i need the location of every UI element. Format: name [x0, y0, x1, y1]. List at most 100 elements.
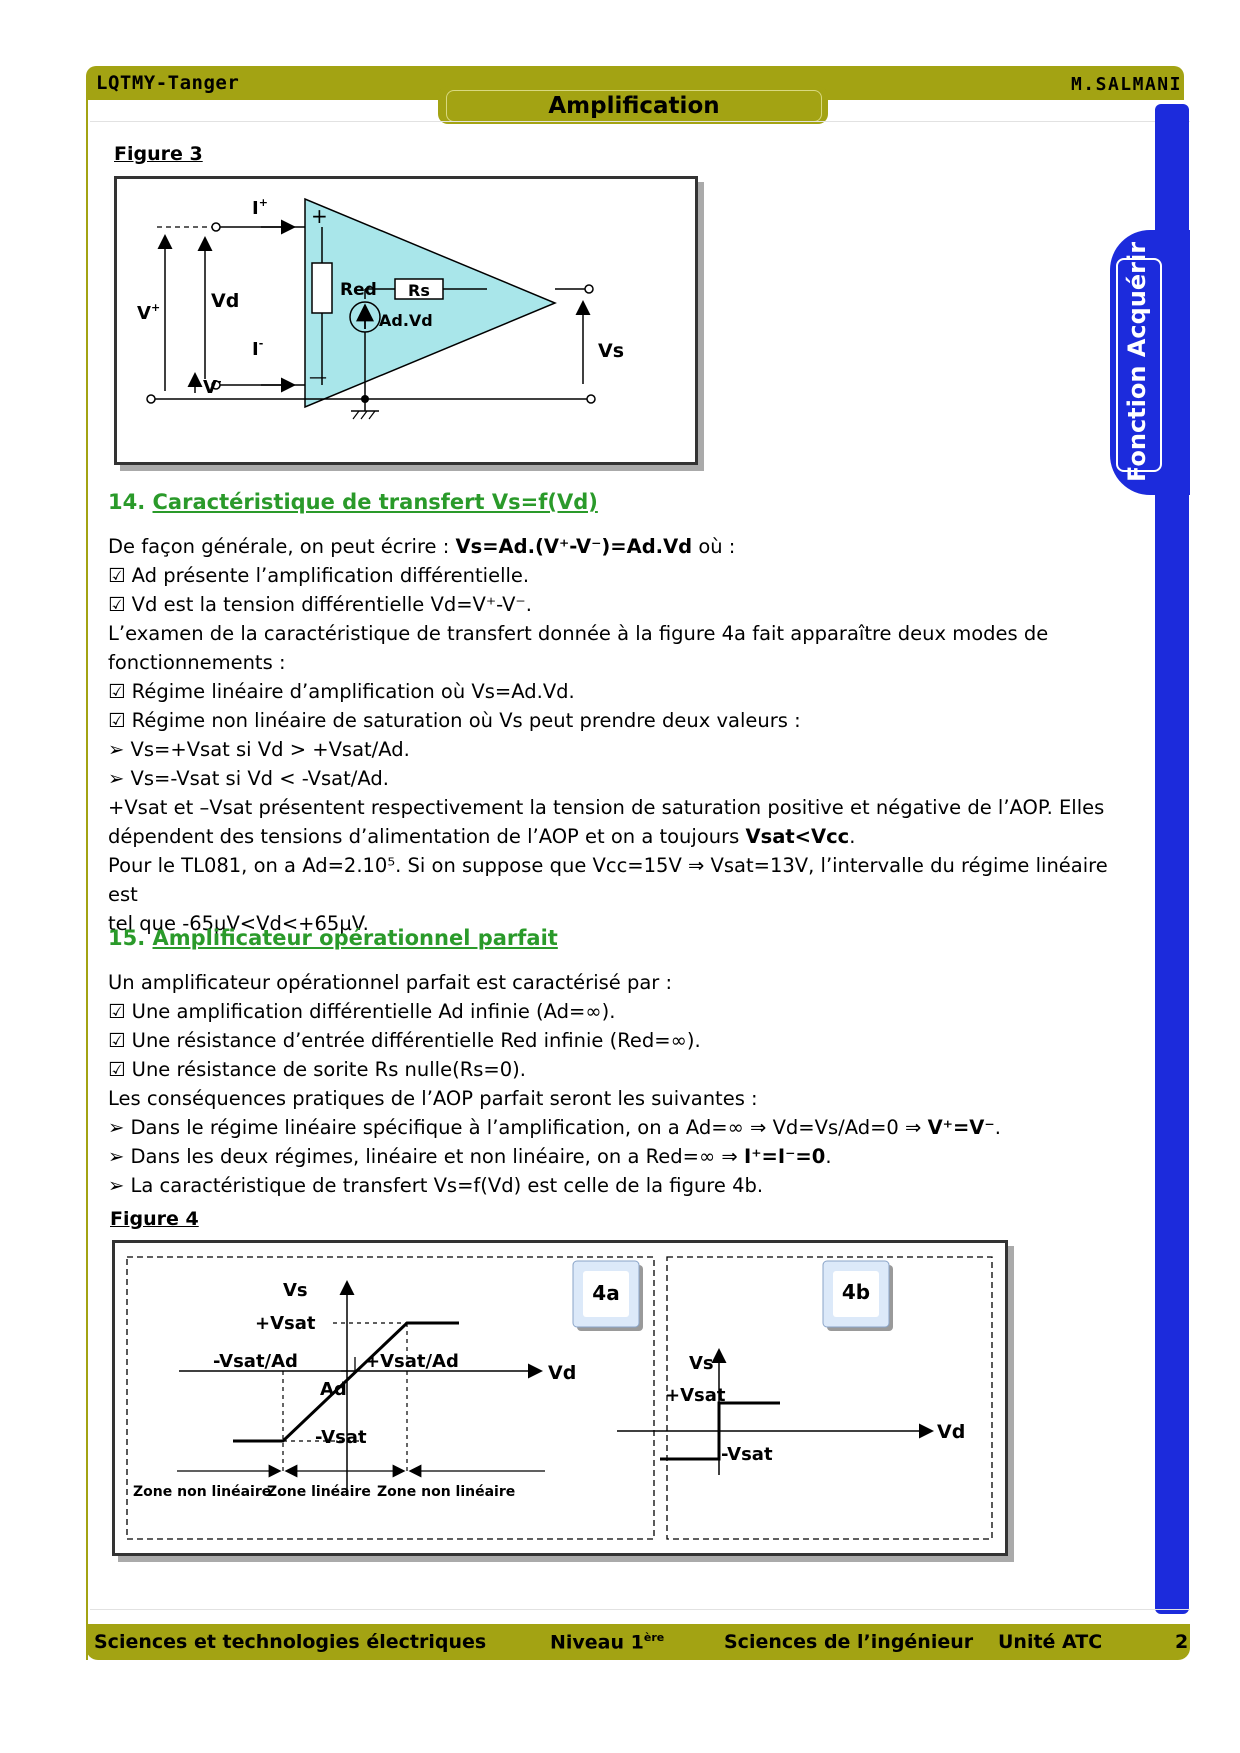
terminal-output: [584, 284, 594, 294]
section-14-number: 14.: [108, 490, 146, 514]
transfer-curve-4a: [233, 1321, 459, 1443]
author-name: M.SALMANI: [1070, 74, 1182, 95]
text-line: De façon générale, on peut écrire : Vs=A…: [108, 532, 1128, 561]
i-plus-label: I+: [252, 196, 268, 219]
text-line-emphasis: V⁺=V⁻: [927, 1116, 995, 1139]
footer-band: [86, 1624, 1190, 1660]
text-line: Un amplificateur opérationnel parfait es…: [108, 968, 1128, 997]
transfer-curve-4b: [660, 1401, 780, 1461]
side-tab-label: Fonction Acquérir: [1123, 241, 1151, 483]
text-line: L’examen de la caractéristique de transf…: [108, 619, 1128, 648]
text-line-part: dépendent des tensions d’alimentation de…: [108, 825, 746, 848]
text-line-part: ☑ Ad présente l’amplification différenti…: [108, 564, 530, 587]
bottom-divider: [90, 1609, 1190, 1610]
vd-label-4a: Vd: [548, 1362, 576, 1384]
minus-sign: —: [309, 367, 327, 388]
text-line-part: Les conséquences pratiques de l’AOP parf…: [108, 1087, 758, 1110]
vd-label-4b: Vd: [937, 1421, 965, 1443]
section-15-heading: Amplificateur opérationnel parfait: [152, 926, 558, 950]
panel-4b: [666, 1256, 993, 1540]
pvsat-label-4a: +Vsat: [255, 1313, 316, 1334]
text-line: Pour le TL081, on a Ad=2.10⁵. Si on supp…: [108, 851, 1128, 909]
v-minus-label: V-: [203, 375, 222, 398]
text-line: fonctionnements :: [108, 648, 1128, 677]
plus-sign: +: [311, 204, 328, 228]
text-line-part: ☑ Régime linéaire d’amplification où Vs=…: [108, 680, 575, 703]
text-line-part: L’examen de la caractéristique de transf…: [108, 622, 1049, 645]
figure3-label: Figure 3: [114, 143, 203, 165]
text-line-emphasis: Vsat<Vcc: [745, 825, 850, 848]
text-line: ☑ Une résistance de sorite Rs nulle(Rs=0…: [108, 1055, 1128, 1084]
text-line: ☑ Régime non linéaire de saturation où V…: [108, 706, 1128, 735]
section-15-body: Un amplificateur opérationnel parfait es…: [108, 968, 1128, 1200]
mvsat-label-4b: -Vsat: [721, 1444, 773, 1465]
i-minus-label: I-: [252, 337, 263, 360]
text-line: ➢ Dans les deux régimes, linéaire et non…: [108, 1142, 1128, 1171]
zone-linear: Zone linéaire: [267, 1484, 371, 1500]
text-line-part: ➢ Vs=-Vsat si Vd < -Vsat/Ad.: [108, 767, 389, 790]
tag-4a-inner: [583, 1271, 629, 1317]
ad-vd-label: Ad.Vd: [379, 311, 433, 330]
left-rule: [86, 100, 88, 1660]
text-line-part: tel que -65µV<Vd<+65µV.: [108, 912, 369, 935]
text-line: ➢ Dans le régime linéaire spécifique à l…: [108, 1113, 1128, 1142]
figure4-label: Figure 4: [110, 1208, 199, 1230]
pvsat-ad-label: +Vsat/Ad: [365, 1351, 459, 1372]
text-line: ☑ Ad présente l’amplification différenti…: [108, 561, 1128, 590]
text-line-emphasis: Vs=Ad.(V⁺-V⁻)=Ad.Vd: [455, 535, 693, 558]
text-line: tel que -65µV<Vd<+65µV.: [108, 909, 1128, 938]
figure4-frame: 4a Vs +Vsat -Vsat/Ad +Vsat/Ad Vd Ad -Vsa…: [112, 1240, 1008, 1556]
footer-level-sup: ère: [643, 1631, 665, 1644]
zone-nl-left: Zone non linéaire: [133, 1484, 271, 1500]
text-line-part: Pour le TL081, on a Ad=2.10⁵. Si on supp…: [108, 854, 1108, 906]
text-line-part: ☑ Une amplification différentielle Ad in…: [108, 1000, 616, 1023]
section-14-title: 14. Caractéristique de transfert Vs=f(Vd…: [108, 490, 598, 514]
terminal-v-plus: [211, 222, 221, 232]
text-line-part: ☑ Une résistance de sorite Rs nulle(Rs=0…: [108, 1058, 526, 1081]
text-line-part: .: [825, 1145, 832, 1168]
ad-label: Ad: [320, 1379, 347, 1400]
transfer-characteristics: 4a Vs +Vsat -Vsat/Ad +Vsat/Ad Vd Ad -Vsa…: [126, 1256, 993, 1540]
zone-nl-right: Zone non linéaire: [377, 1484, 515, 1500]
text-line: ➢ Vs=+Vsat si Vd > +Vsat/Ad.: [108, 735, 1128, 764]
text-line: ➢ La caractéristique de transfert Vs=f(V…: [108, 1171, 1128, 1200]
terminal-v-minus: [211, 380, 221, 390]
text-line: Les conséquences pratiques de l’AOP parf…: [108, 1084, 1128, 1113]
text-line: ☑ Régime linéaire d’amplification où Vs=…: [108, 677, 1128, 706]
text-line-part: ➢ Vs=+Vsat si Vd > +Vsat/Ad.: [108, 738, 410, 761]
tag-4b-inner: [833, 1271, 879, 1317]
vd-label: Vd: [211, 290, 239, 312]
section-14-body: De façon générale, on peut écrire : Vs=A…: [108, 532, 1128, 938]
text-line-part: ➢ Dans les deux régimes, linéaire et non…: [108, 1145, 744, 1168]
tag-4a: 4a: [592, 1281, 619, 1305]
text-line: ➢ Vs=-Vsat si Vd < -Vsat/Ad.: [108, 764, 1128, 793]
text-line-part: ☑ Une résistance d’entrée différentielle…: [108, 1029, 701, 1052]
text-line: dépendent des tensions d’alimentation de…: [108, 822, 1128, 851]
text-line-part: Un amplificateur opérationnel parfait es…: [108, 971, 673, 994]
mvsat-label-4a: -Vsat: [315, 1427, 367, 1448]
section-14-heading: Caractéristique de transfert Vs=f(Vd): [152, 490, 598, 514]
pvsat-label-4b: +Vsat: [665, 1385, 726, 1406]
side-tab: [1110, 230, 1190, 495]
school-name: LQTMY-Tanger: [96, 72, 240, 94]
text-line: ☑ Vd est la tension différentielle Vd=V⁺…: [108, 590, 1128, 619]
footer-level-text: Niveau 1: [550, 1631, 644, 1654]
text-line-part: .: [849, 825, 856, 848]
red-label: Red: [340, 280, 377, 300]
text-line-part: .: [994, 1116, 1001, 1139]
text-line-part: ☑ Vd est la tension différentielle Vd=V⁺…: [108, 593, 532, 616]
text-line: ☑ Une amplification différentielle Ad in…: [108, 997, 1128, 1026]
text-line-part: ➢ Dans le régime linéaire spécifique à l…: [108, 1116, 928, 1139]
panel-4a: [126, 1256, 655, 1540]
text-line-part: ☑ Régime non linéaire de saturation où V…: [108, 709, 801, 732]
tag-4b: 4b: [842, 1280, 870, 1304]
opamp-triangle: [304, 197, 557, 409]
side-tab-frame: [1116, 258, 1162, 472]
text-line-part: ➢ La caractéristique de transfert Vs=f(V…: [108, 1174, 764, 1197]
mvsat-ad-label: -Vsat/Ad: [213, 1351, 298, 1372]
vs-label: Vs: [598, 340, 624, 362]
text-line-part: fonctionnements :: [108, 651, 286, 674]
rs-label: Rs: [408, 281, 430, 300]
text-line-part: De façon générale, on peut écrire :: [108, 535, 456, 558]
section-15-title: 15. Amplificateur opérationnel parfait: [108, 926, 558, 950]
